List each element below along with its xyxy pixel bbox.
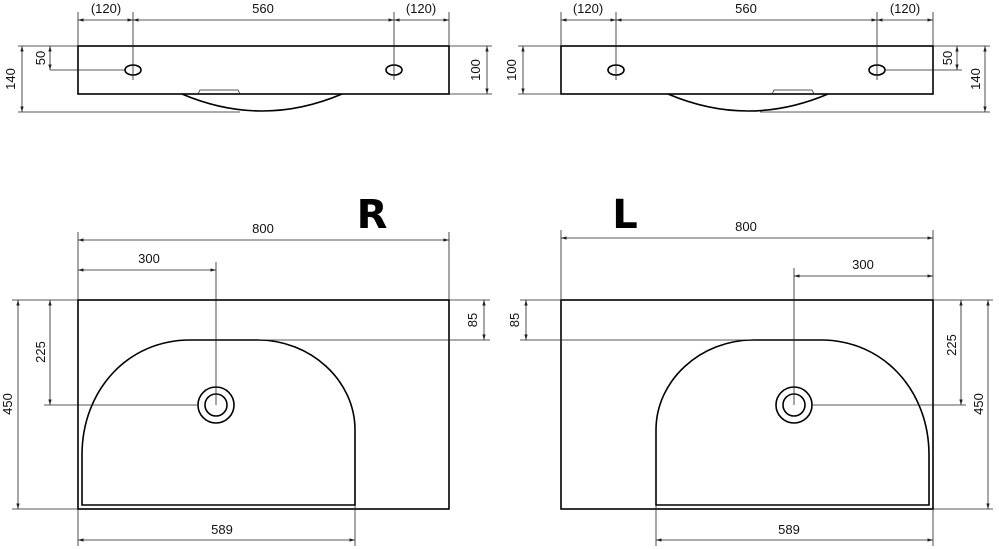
bowl-outline	[655, 339, 930, 506]
dim-depth: 450	[0, 393, 15, 415]
dim-rim: 85	[507, 313, 522, 327]
bowl-underside	[181, 93, 343, 112]
bowl-underside	[667, 93, 829, 112]
dim-rim: 85	[465, 313, 480, 327]
bowl-bracket	[197, 89, 241, 95]
dim-body-height: 100	[504, 59, 519, 81]
dim-total-height: 140	[3, 68, 18, 90]
dim-drain-depth: 225	[33, 341, 48, 363]
dim-width: 800	[252, 221, 274, 236]
basin-plan-outline	[560, 299, 934, 510]
dim-depth: 450	[971, 393, 986, 415]
bowl-bracket	[771, 89, 815, 95]
dim-drain-offset: 300	[852, 257, 874, 272]
dim-body-height: 100	[468, 59, 483, 81]
dim-offset-right: (120)	[890, 1, 920, 16]
dim-drain-depth: 225	[944, 334, 959, 356]
dim-width: 800	[735, 219, 757, 234]
elevation-view-left: (120) 560 (120) 100 50 140	[504, 1, 990, 113]
basin-plan-outline	[77, 299, 450, 510]
dim-bowl-width: 589	[211, 522, 233, 537]
dim-offset-right: (120)	[406, 1, 436, 16]
dim-bowl-width: 589	[778, 522, 800, 537]
plan-view-right: R 800 300 225 450 85 589	[0, 192, 490, 546]
bowl-outline	[81, 339, 356, 506]
dim-hole-height: 50	[940, 51, 955, 65]
basin-elevation-outline	[77, 45, 450, 95]
dim-tap-spacing: 560	[252, 1, 274, 16]
dim-total-height: 140	[968, 68, 983, 90]
variant-label-r: R	[357, 192, 388, 238]
plan-view-left: L 800 300 85 225 450 589	[507, 192, 993, 546]
dim-drain-offset: 300	[138, 251, 160, 266]
elevation-view-right: (120) 560 (120) 50 140 100	[3, 1, 492, 113]
dim-offset-left: (120)	[91, 1, 121, 16]
dim-offset-left: (120)	[573, 1, 603, 16]
dim-tap-spacing: 560	[735, 1, 757, 16]
dim-hole-height: 50	[33, 51, 48, 65]
variant-label-l: L	[612, 192, 638, 238]
